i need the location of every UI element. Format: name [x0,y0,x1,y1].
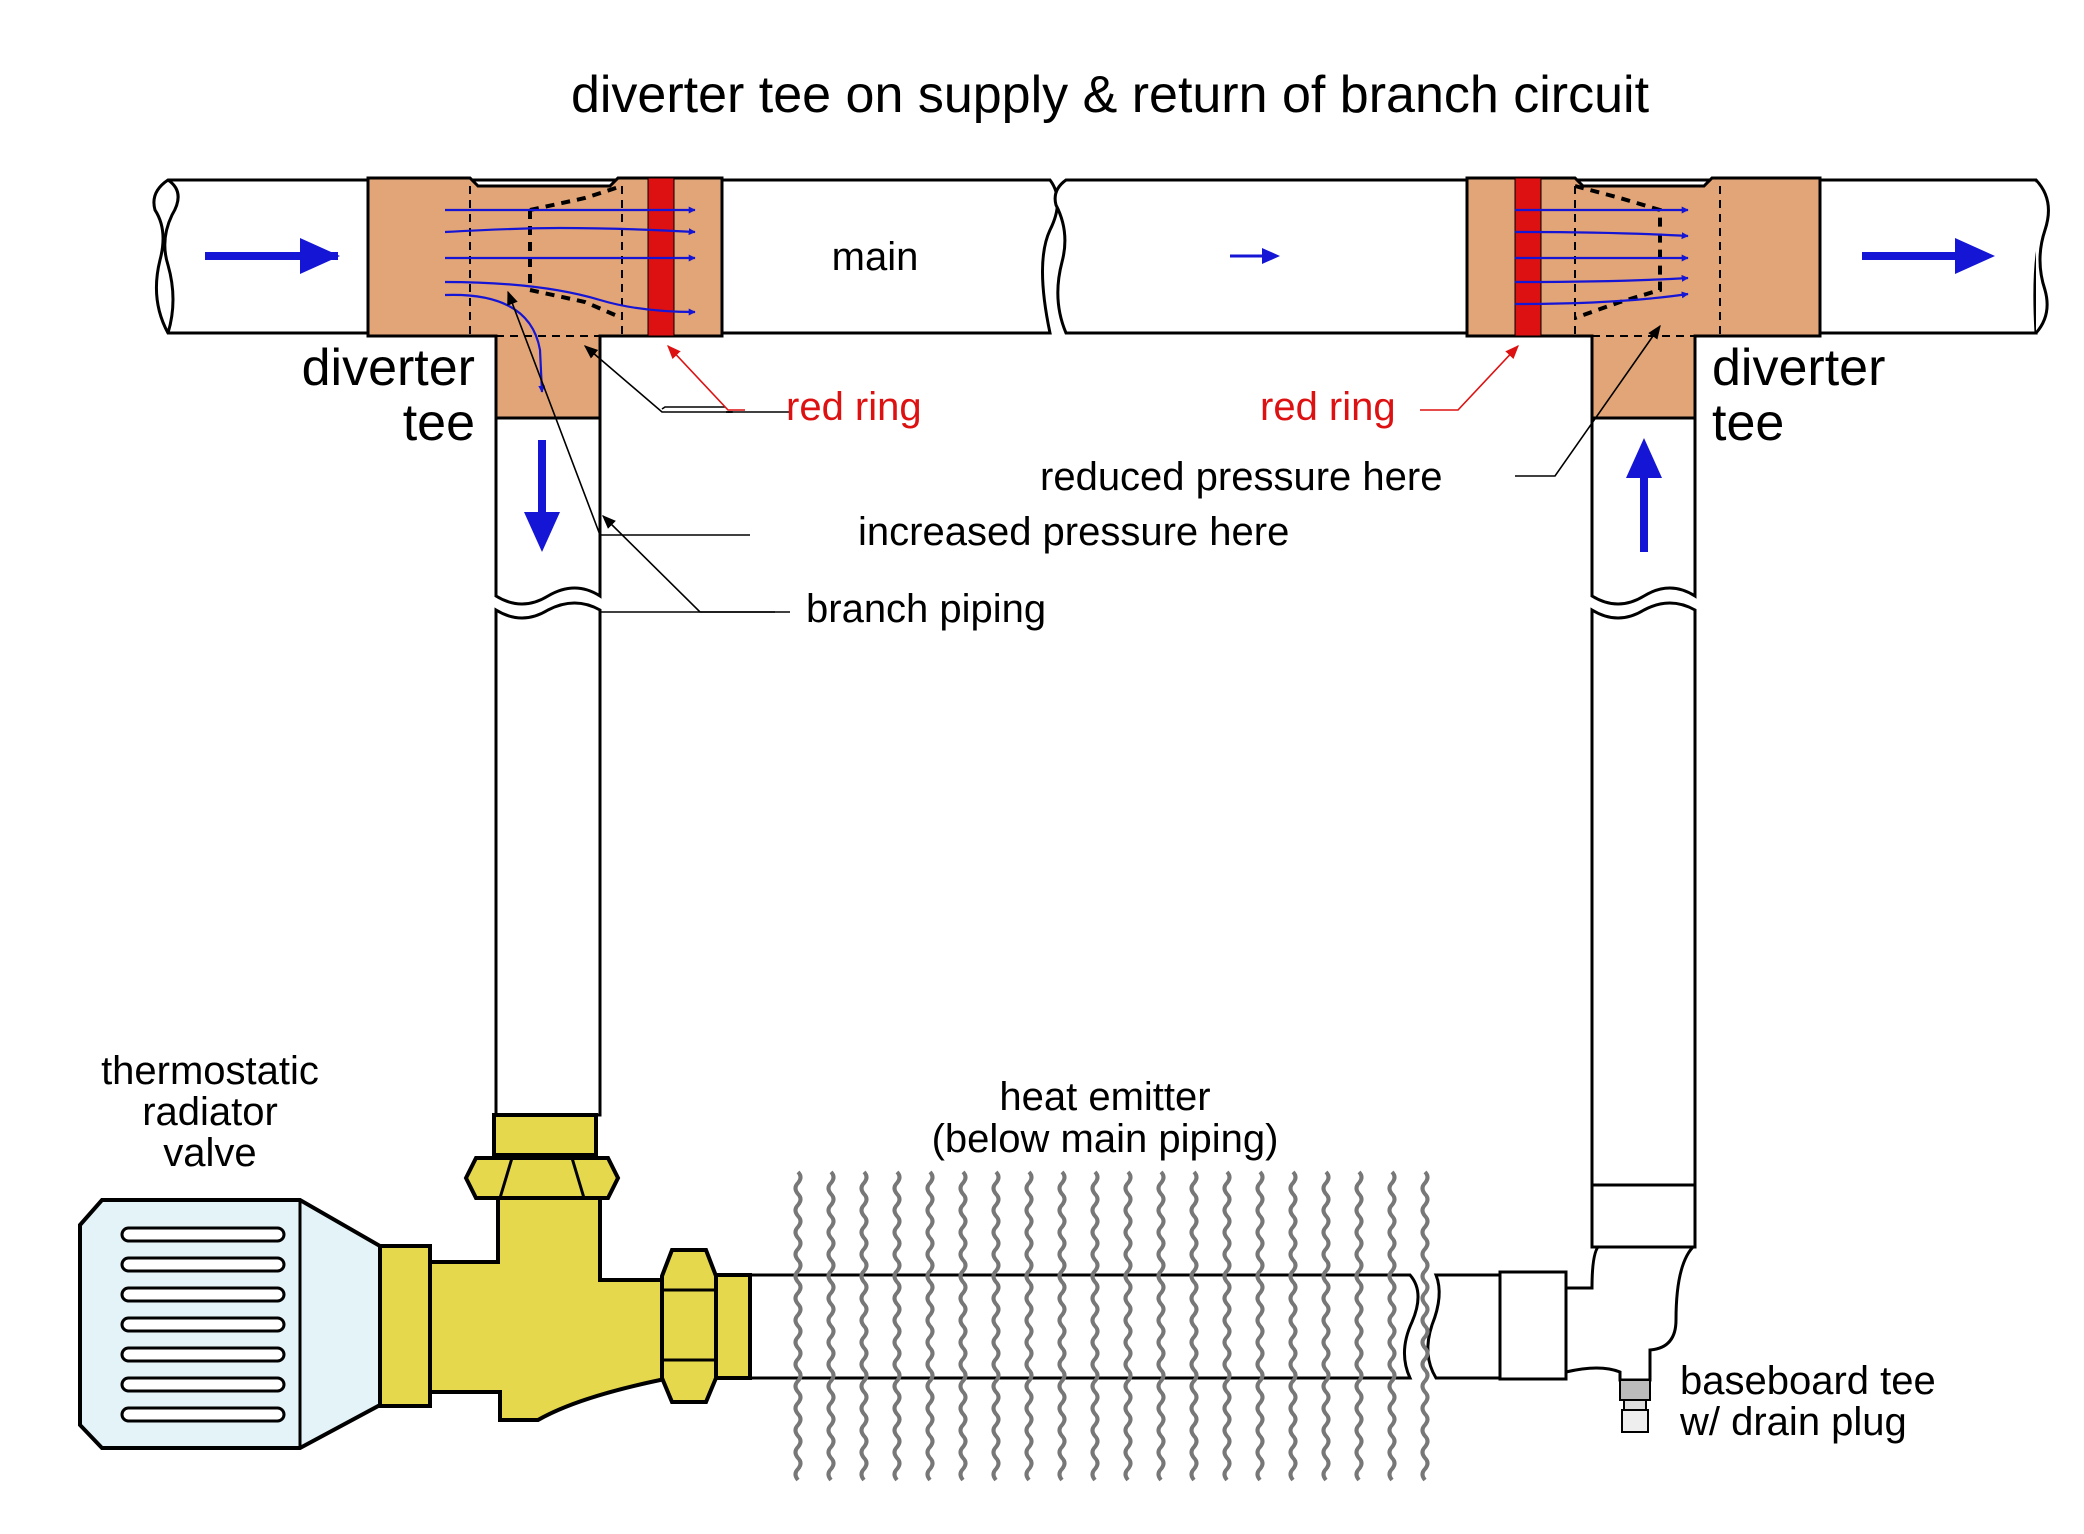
trv-label-line1: thermostatic [101,1049,319,1093]
valve-head-slot [120,1226,286,1243]
emitter-fin [1057,1170,1067,1482]
right-tee-label-line2: tee [1712,394,1784,452]
diagram-title: diverter tee on supply & return of branc… [571,66,1650,124]
emitter-fin [1420,1170,1430,1482]
branch-piping-label: branch piping [806,587,1046,631]
trv-label-line2: radiator [142,1090,278,1134]
increased-pressure-label: increased pressure here [858,510,1289,554]
baseboard-tee-label-line2: w/ drain plug [1679,1400,1907,1444]
emitter-fin [1189,1170,1199,1482]
emitter-fin [826,1170,836,1482]
valve-head-slot [120,1256,286,1273]
left-tee-label-line2: tee [403,394,475,452]
valve-head-slot [120,1316,286,1333]
emitter-fin [892,1170,902,1482]
emitter-fin [859,1170,869,1482]
valve-head-slot [120,1346,286,1363]
main-label: main [832,235,919,279]
reduced-pressure-label: reduced pressure here [1040,455,1442,499]
emitter-fin [1354,1170,1364,1482]
thermostatic-radiator-valve [78,1113,752,1450]
red-ring-label-left: red ring [786,385,922,429]
emitter-fin [991,1170,1001,1482]
emitter-fin [1255,1170,1265,1482]
valve-head-slot [120,1286,286,1303]
emitter-fin [1156,1170,1166,1482]
heat-emitter [746,1170,1512,1482]
emitter-fin [793,1170,803,1482]
emitter-fin [1090,1170,1100,1482]
baseboard-tee [1498,1183,1697,1433]
heat-emitter-label-line1: heat emitter [999,1075,1210,1119]
emitter-fin [1123,1170,1133,1482]
emitter-fin [1387,1170,1397,1482]
valve-head-slot [120,1406,286,1423]
emitter-fin [1288,1170,1298,1482]
right-tee-label-line1: diverter [1712,339,1885,397]
emitter-fin [1222,1170,1232,1482]
heat-emitter-label-line2: (below main piping) [932,1117,1279,1161]
right-branch-pipe [1590,416,1697,1187]
baseboard-tee-label-line1: baseboard tee [1680,1359,1936,1403]
emitter-fin [925,1170,935,1482]
emitter-fin [1321,1170,1331,1482]
right-diverter-tee [1465,176,1822,420]
left-branch-pipe [494,416,602,1117]
emitter-fin [1024,1170,1034,1482]
emitter-fin [958,1170,968,1482]
red-ring-label-right: red ring [1260,385,1396,429]
left-tee-label-line1: diverter [302,339,475,397]
valve-head-slot [120,1376,286,1393]
trv-label-line3: valve [163,1131,256,1175]
